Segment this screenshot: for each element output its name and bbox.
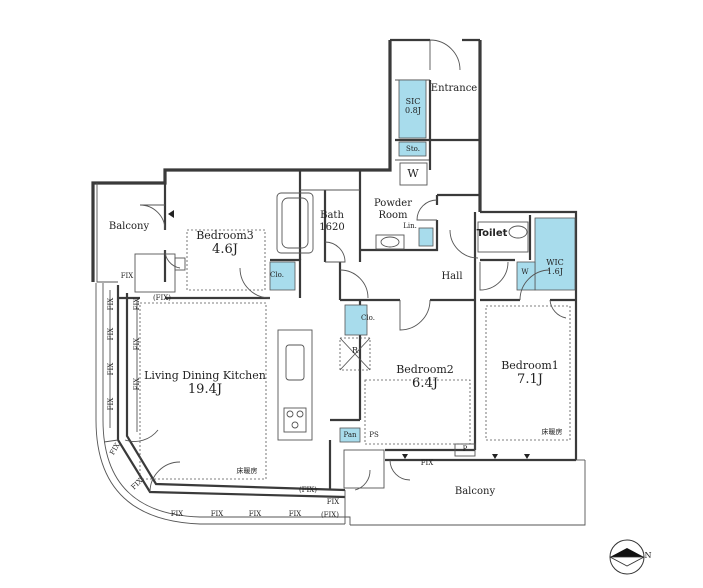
sic-name: SIC: [405, 97, 421, 106]
bedroom2-size: 6.4J: [412, 375, 438, 391]
fix-label: FIX: [132, 337, 141, 351]
bedroom3-name: Bedroom3: [196, 229, 254, 242]
fix-label: FIX: [326, 498, 340, 506]
compass-icon: [609, 539, 645, 575]
bath-label: Bath 1620: [314, 210, 350, 233]
fix-label: FIX: [106, 362, 115, 376]
powder-room-label: Powder Room: [368, 198, 418, 221]
bedroom2-name: Bedroom2: [396, 363, 454, 376]
toilet-label: Toilet: [476, 228, 508, 239]
small-markers: [168, 210, 530, 459]
bedroom1-size: 7.1J: [517, 371, 543, 387]
wic-w-label: W: [521, 268, 529, 276]
ldk-size: 19.4J: [187, 381, 223, 397]
bedroom3-size: 4.6J: [212, 241, 238, 257]
bath-size: 1620: [319, 221, 345, 233]
ldk-name: Living Dining Kitchen: [144, 369, 266, 382]
doors: [124, 39, 567, 493]
fix-label: FIX: [170, 510, 184, 518]
bedroom1-name: Bedroom1: [501, 359, 559, 372]
fix-label: FIX: [210, 510, 224, 518]
ldk-window-edge: [95, 283, 346, 525]
floor-heating-bedroom1: 床暖房: [541, 428, 563, 436]
wet-areas: [269, 79, 576, 443]
bath-name: Bath: [320, 210, 344, 221]
powder-room-line1: Powder: [373, 198, 412, 209]
fix-label: FIX: [132, 377, 141, 391]
storage-label: Sto.: [406, 145, 420, 153]
closet-label-bedroom3: Clo.: [270, 271, 284, 279]
bedroom3-label: Bedroom3 4.6J: [190, 229, 260, 258]
fix-label: FIX: [420, 459, 434, 467]
powder-room-line2: Room: [378, 209, 408, 221]
refrigerator-label: R: [351, 346, 359, 355]
fixtures: [134, 162, 571, 489]
sic-label: SIC 0.8J: [399, 97, 427, 115]
balcony-bottom-label: Balcony: [454, 486, 496, 497]
fix-label: (FIX): [298, 486, 318, 494]
pantry-label: Pan: [343, 431, 357, 439]
exterior-walls: [91, 38, 578, 460]
pipe-space-label: PS: [369, 431, 379, 439]
fix-label: FIX: [288, 510, 302, 518]
fix-label: (FIX): [152, 294, 172, 302]
wic-label: WIC 1.6J: [540, 258, 570, 276]
fix-label: FIX: [120, 272, 134, 280]
linen-label: Lin.: [403, 222, 417, 230]
washer-label: W: [407, 167, 419, 180]
balcony-top-label: Balcony: [108, 221, 150, 232]
hall-label: Hall: [441, 271, 463, 282]
wic-name: WIC: [546, 258, 564, 267]
balcony-bottom-outline: [345, 458, 586, 526]
fix-label: (FIX): [320, 511, 340, 519]
p-label: P: [462, 445, 468, 453]
bedroom1-label: Bedroom1 7.1J: [495, 359, 565, 388]
entrance-label: Entrance: [430, 83, 478, 94]
closet-label-hall: Clo.: [361, 314, 375, 322]
fix-label: FIX: [248, 510, 262, 518]
floor-heating-ldk: 床暖房: [236, 467, 258, 475]
fix-label: FIX: [132, 297, 141, 311]
wic-size: 1.6J: [547, 267, 563, 277]
interior-walls: [118, 79, 576, 490]
ldk-label: Living Dining Kitchen 19.4J: [140, 369, 270, 398]
bedroom2-label: Bedroom2 6.4J: [385, 363, 465, 392]
fix-label: FIX: [106, 397, 115, 411]
fix-label: FIX: [106, 327, 115, 341]
fix-label: FIX: [106, 297, 115, 311]
compass-north-label: N: [644, 551, 652, 560]
sic-size: 0.8J: [405, 106, 421, 116]
